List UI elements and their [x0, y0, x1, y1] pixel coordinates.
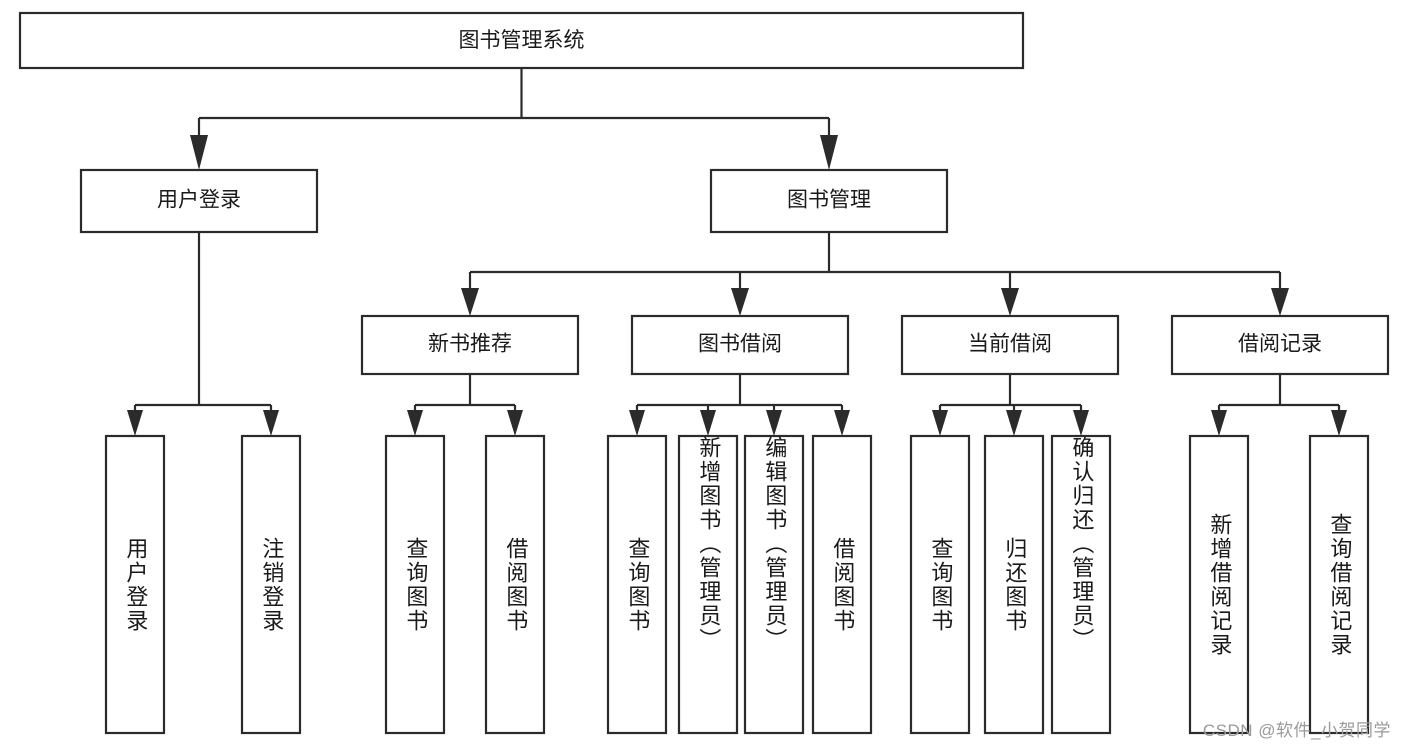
- connector-group-root-to-level2: [190, 68, 838, 170]
- arrow-head-to-current-borrow: [1001, 288, 1019, 316]
- node-root-label: 图书管理系统: [459, 29, 585, 52]
- connector-group-book-management-to-level3: [461, 232, 1289, 316]
- arrow-head-to-user-login: [190, 135, 208, 170]
- arrow-head-leaf-query-record: [1331, 410, 1347, 436]
- leaf-box-add-book-admin[interactable]: [677, 434, 739, 735]
- arrow-head-leaf-borrow-book-1: [507, 410, 523, 436]
- leaf-box-borrow-book-1[interactable]: [484, 434, 546, 735]
- node-book-borrow-label: 图书借阅: [698, 333, 782, 356]
- node-new-book-recommend[interactable]: 新书推荐: [360, 314, 580, 376]
- node-current-borrow-box[interactable]: [900, 314, 1120, 376]
- node-user-login-label: 用户登录: [157, 189, 241, 212]
- node-borrow-record-box[interactable]: [1170, 314, 1390, 376]
- node-book-borrow[interactable]: 图书借阅: [630, 314, 850, 376]
- arrow-head-to-new-book-recommend: [461, 288, 479, 316]
- node-current-borrow[interactable]: 当前借阅: [900, 314, 1120, 376]
- arrow-head-to-borrow-record: [1271, 288, 1289, 316]
- arrow-head-leaf-logout: [263, 410, 279, 436]
- arrow-head-to-book-management: [820, 135, 838, 170]
- connector-group-borrow-record-to-leaves: [1211, 374, 1347, 436]
- leaf-node-group: [104, 434, 1370, 735]
- leaf-box-logout[interactable]: [240, 434, 302, 735]
- leaf-box-user-login[interactable]: [104, 434, 166, 735]
- node-current-borrow-label: 当前借阅: [968, 333, 1052, 356]
- csdn-watermark: CSDN @软件_小贺同学: [1202, 721, 1391, 740]
- node-user-login[interactable]: 用户登录: [79, 168, 319, 234]
- arrow-head-leaf-add-book: [700, 410, 716, 436]
- connector-group-user-login-to-leaves: [127, 232, 279, 436]
- arrow-head-leaf-edit-book: [766, 410, 782, 436]
- node-new-book-recommend-box[interactable]: [360, 314, 580, 376]
- leaf-box-query-borrow-record[interactable]: [1308, 434, 1370, 735]
- connector-group-current-borrow-to-leaves: [932, 374, 1089, 436]
- node-borrow-record-label: 借阅记录: [1238, 333, 1322, 356]
- arrow-head-leaf-confirm-return: [1073, 410, 1089, 436]
- node-book-management[interactable]: 图书管理: [709, 168, 949, 234]
- node-root[interactable]: 图书管理系统: [18, 11, 1025, 70]
- arrow-head-leaf-user-login: [127, 410, 143, 436]
- arrow-head-leaf-query-book-1: [407, 410, 423, 436]
- node-root-box[interactable]: [18, 11, 1025, 70]
- node-book-borrow-box[interactable]: [630, 314, 850, 376]
- node-user-login-box[interactable]: [79, 168, 319, 234]
- leaf-box-query-book-3[interactable]: [909, 434, 971, 735]
- node-borrow-record[interactable]: 借阅记录: [1170, 314, 1390, 376]
- arrow-head-leaf-add-record: [1211, 410, 1227, 436]
- leaf-box-add-borrow-record[interactable]: [1188, 434, 1250, 735]
- connector-group-new-book-recommend-to-leaves: [407, 374, 523, 436]
- leaf-box-borrow-book-2[interactable]: [811, 434, 873, 735]
- leaf-box-return-book[interactable]: [983, 434, 1045, 735]
- node-book-management-label: 图书管理: [787, 189, 871, 212]
- arrow-head-leaf-query-book-3: [932, 410, 948, 436]
- leaf-box-query-book-1[interactable]: [384, 434, 446, 735]
- leaf-box-edit-book-admin[interactable]: [743, 434, 805, 735]
- node-new-book-recommend-label: 新书推荐: [428, 333, 512, 356]
- leaf-box-confirm-return-admin[interactable]: [1050, 434, 1112, 735]
- leaf-box-query-book-2[interactable]: [606, 434, 668, 735]
- node-book-management-box[interactable]: [709, 168, 949, 234]
- arrow-head-to-book-borrow: [731, 288, 749, 316]
- arrow-head-leaf-borrow-book-2: [834, 410, 850, 436]
- connector-group-book-borrow-to-leaves: [629, 374, 850, 436]
- arrow-head-leaf-query-book-2: [629, 410, 645, 436]
- arrow-head-leaf-return-book: [1006, 410, 1022, 436]
